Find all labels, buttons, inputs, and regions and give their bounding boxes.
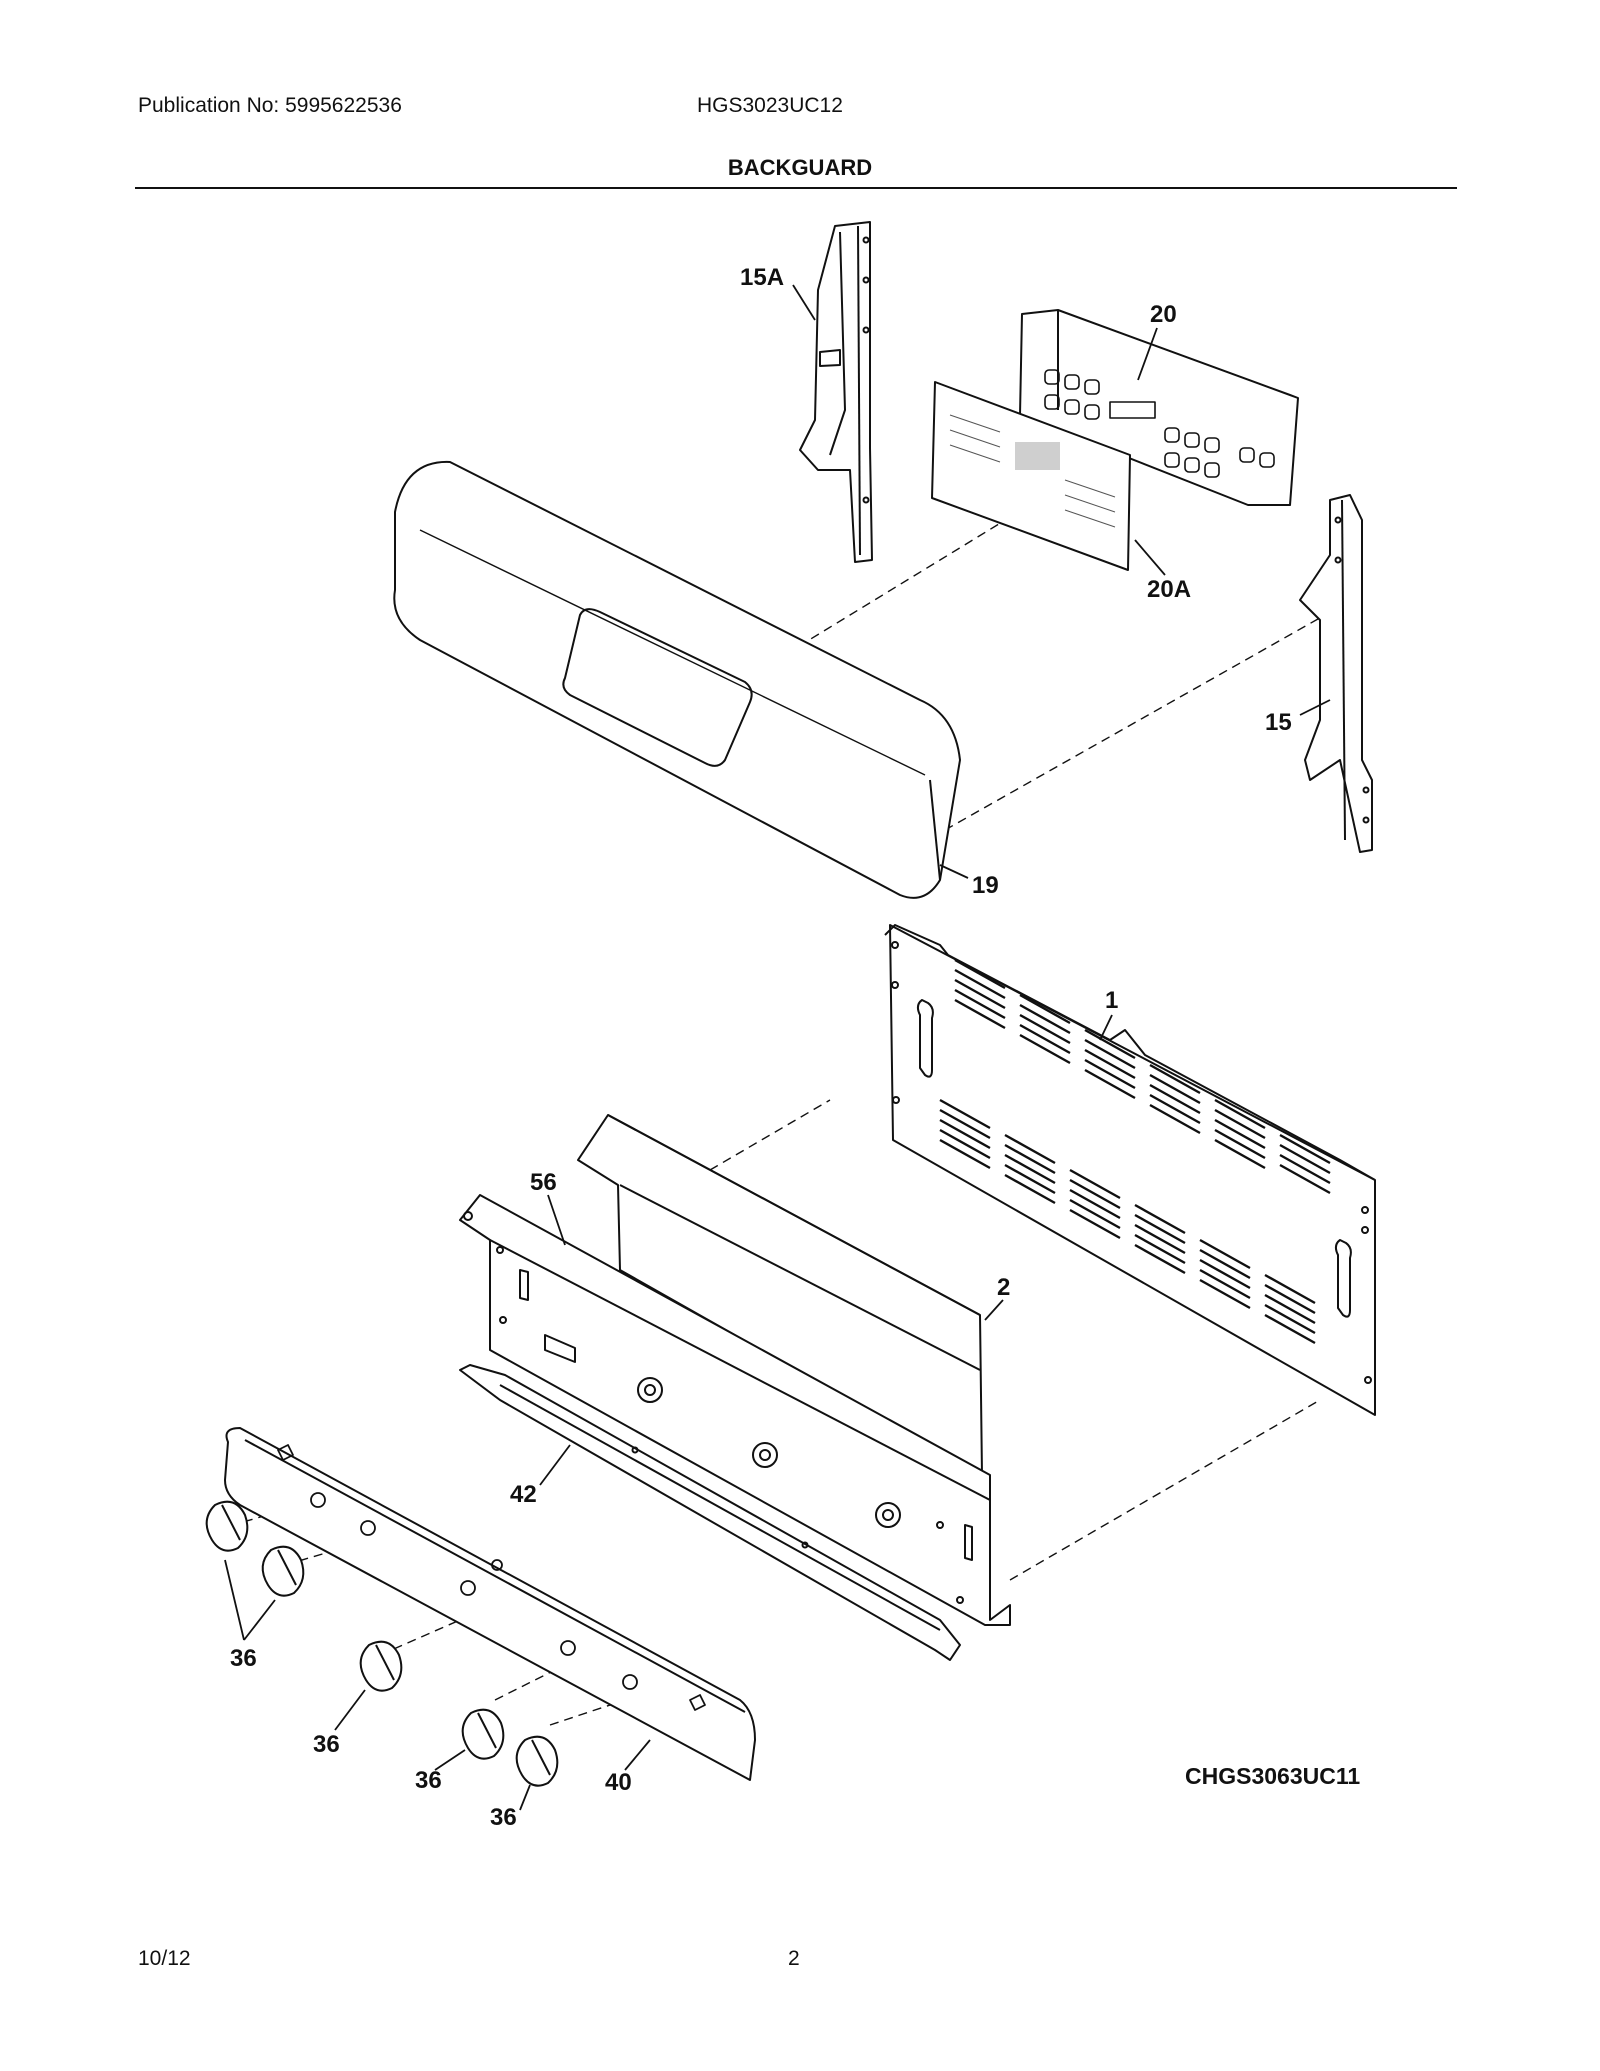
diagram-code: CHGS3063UC11 (1185, 1763, 1360, 1789)
leader-lines (224, 284, 1331, 1811)
backguard-panel-19 (393, 460, 961, 899)
callout-20a: 20A (1147, 576, 1191, 603)
knob-1 (205, 1500, 249, 1552)
control-panel-40 (224, 1427, 756, 1781)
callout-20: 20 (1150, 301, 1177, 328)
overlay-20a (931, 381, 1131, 571)
trim-strip-42 (459, 1364, 961, 1661)
callout-labels: 15A 20 20A 15 19 1 56 2 42 36 36 36 40 3… (230, 264, 1360, 1831)
callout-2: 2 (997, 1274, 1010, 1301)
knob-5 (515, 1735, 559, 1787)
page-number: 2 (788, 1947, 800, 1970)
knob-4 (461, 1708, 505, 1760)
callout-40: 40 (605, 1769, 632, 1796)
publication-number: Publication No: 5995622536 (138, 94, 402, 117)
knob-2 (261, 1545, 305, 1597)
header-divider (135, 187, 1457, 189)
control-board-20 (1019, 309, 1299, 506)
side-bracket-15a (799, 221, 873, 563)
control-knobs-36 (205, 1500, 559, 1787)
callout-19: 19 (972, 872, 999, 899)
mounting-bracket-56 (459, 1194, 1011, 1626)
callout-1: 1 (1105, 987, 1118, 1014)
callout-36-a: 36 (230, 1645, 257, 1672)
callout-36-d: 36 (490, 1804, 517, 1831)
rear-panel-1 (884, 924, 1376, 1416)
callout-36-b: 36 (313, 1731, 340, 1758)
callout-15: 15 (1265, 709, 1292, 736)
callout-42: 42 (510, 1481, 537, 1508)
knob-3 (359, 1640, 403, 1692)
callout-56: 56 (530, 1169, 557, 1196)
callout-36-c: 36 (415, 1767, 442, 1794)
publication-date: 10/12 (138, 1947, 191, 1970)
model-number: HGS3023UC12 (697, 94, 843, 117)
side-bracket-15 (1299, 494, 1373, 853)
section-title: BACKGUARD (727, 155, 873, 180)
callout-15a: 15A (740, 264, 784, 291)
